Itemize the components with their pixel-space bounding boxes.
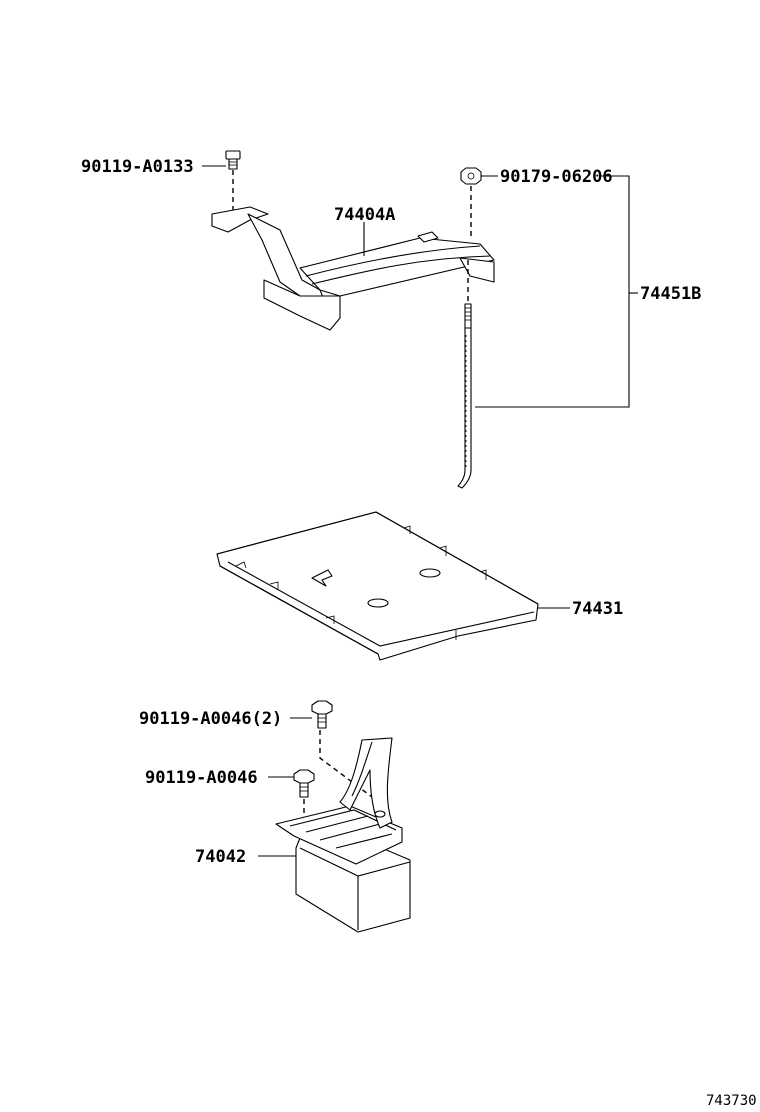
label-tray: 74431: [572, 599, 623, 619]
label-nut-top: 90179-06206: [500, 167, 613, 187]
figure-number: 743730: [706, 1093, 757, 1109]
label-rod: 74451B: [640, 284, 701, 304]
bolt-top: [225, 150, 241, 225]
label-carrier: 74042: [195, 847, 246, 867]
bolt-mid: [311, 700, 377, 801]
hold-down-rod: [457, 260, 472, 489]
bolt-low: [293, 769, 315, 830]
battery-clamp: [211, 206, 495, 331]
bracket-rod: [475, 175, 630, 408]
battery-tray: [216, 511, 539, 661]
label-bolt-low: 90119-A0046: [145, 768, 258, 788]
label-bolt-top: 90119-A0133: [81, 157, 194, 177]
label-bolt-mid: 90119-A0046(2): [139, 709, 282, 729]
label-clamp: 74404A: [334, 205, 395, 225]
nut-top: [460, 167, 482, 240]
battery-carrier: [275, 737, 411, 933]
